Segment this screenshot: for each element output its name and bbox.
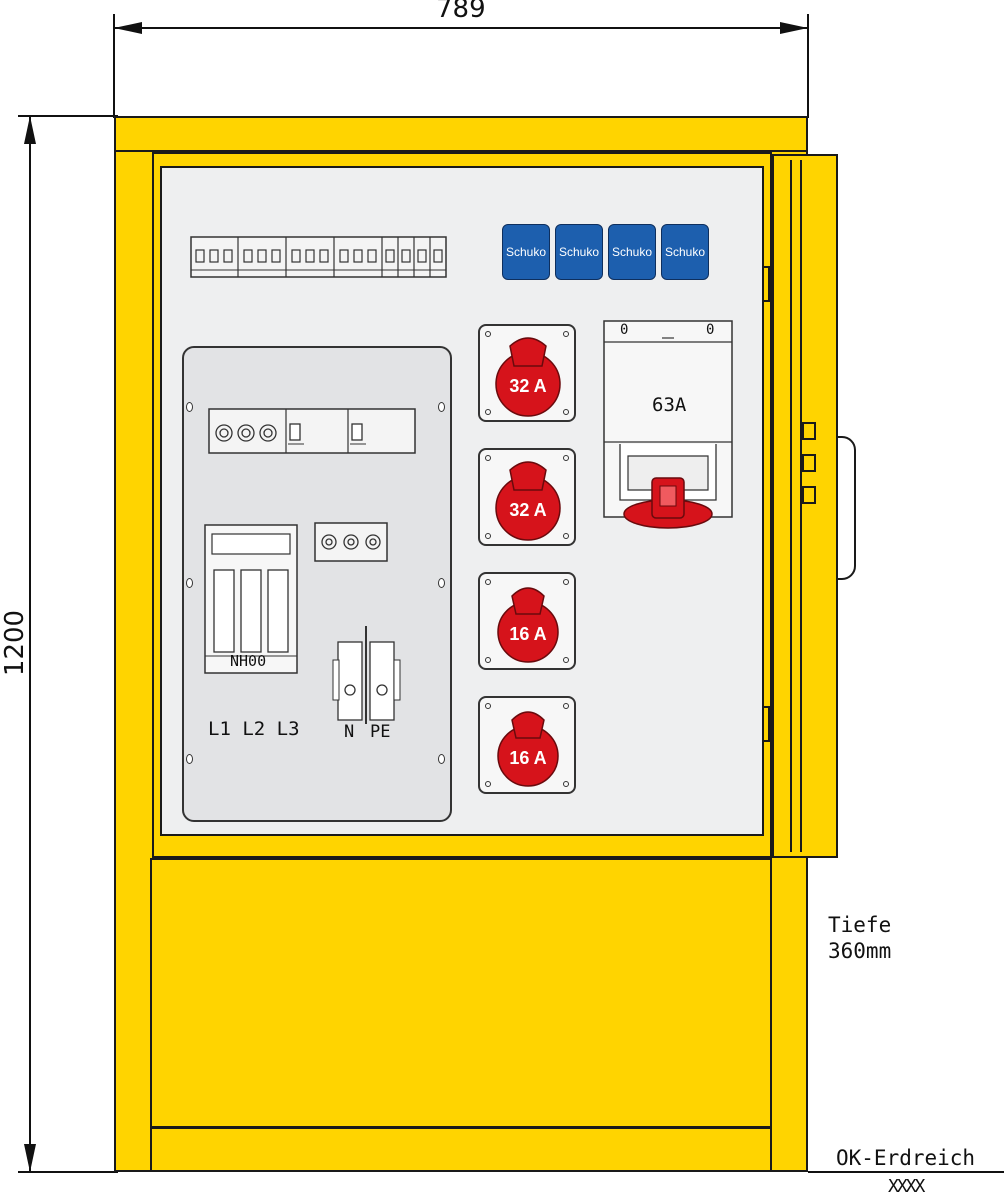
cee-63a-socket-unit[interactable] bbox=[602, 320, 734, 534]
screw-icon bbox=[438, 754, 445, 764]
n-pe-terminals[interactable] bbox=[332, 624, 404, 724]
cee-socket-2[interactable]: 32 A bbox=[478, 448, 576, 546]
lock-catch-1 bbox=[802, 422, 816, 440]
cee-socket-icon: 32 A bbox=[485, 331, 569, 417]
cee-socket-4-label: 16 A bbox=[509, 748, 546, 768]
housing-top-cap bbox=[114, 116, 808, 152]
screw-icon bbox=[186, 402, 193, 412]
cee-socket-2-label: 32 A bbox=[509, 500, 546, 520]
cee-socket-icon: 32 A bbox=[485, 455, 569, 541]
cee-socket-4[interactable]: 16 A bbox=[478, 696, 576, 794]
cee-63a-label: 63A bbox=[652, 394, 687, 416]
cee-socket-1-label: 32 A bbox=[509, 376, 546, 396]
switch-position-right: 0 bbox=[706, 322, 715, 338]
main-breaker-module[interactable] bbox=[208, 408, 418, 456]
ground-label: OK-Erdreich bbox=[836, 1146, 976, 1170]
cee-socket-1[interactable]: 32 A bbox=[478, 324, 576, 422]
neutral-label: N bbox=[344, 722, 355, 742]
breaker-row[interactable] bbox=[190, 236, 448, 280]
schuko-socket-3[interactable]: Schuko bbox=[608, 224, 656, 280]
cee-socket-3[interactable]: 16 A bbox=[478, 572, 576, 670]
screw-icon bbox=[186, 754, 193, 764]
base-line bbox=[150, 1126, 772, 1129]
schuko-socket-1[interactable]: Schuko bbox=[502, 224, 550, 280]
door-edge bbox=[790, 160, 802, 852]
width-dimension-label: 789 bbox=[436, 0, 486, 24]
height-dimension-label: 1200 bbox=[0, 609, 31, 677]
screw-icon bbox=[438, 578, 445, 588]
depth-label-line1: Tiefe bbox=[828, 913, 892, 937]
screw-icon bbox=[186, 578, 193, 588]
phase-labels: L1 L2 L3 bbox=[208, 718, 300, 740]
open-door[interactable] bbox=[772, 154, 838, 858]
door-handle[interactable] bbox=[836, 436, 856, 580]
terminal-block[interactable] bbox=[314, 522, 390, 564]
protective-earth-label: PE bbox=[370, 722, 391, 742]
screw-icon bbox=[438, 402, 445, 412]
depth-label: Tiefe 360mm bbox=[828, 912, 891, 964]
depth-label-line2: 360mm bbox=[828, 939, 892, 963]
ground-hatch: XXXX bbox=[888, 1176, 925, 1197]
switch-position-left: 0 bbox=[620, 322, 629, 338]
lock-catch-3 bbox=[802, 486, 816, 504]
fuse-block-label: NH00 bbox=[230, 652, 267, 670]
housing-left-wall bbox=[114, 150, 156, 1172]
schuko-socket-4[interactable]: Schuko bbox=[661, 224, 709, 280]
cee-socket-icon: 16 A bbox=[485, 579, 569, 663]
schuko-socket-2[interactable]: Schuko bbox=[555, 224, 603, 280]
lock-catch-2 bbox=[802, 454, 816, 472]
housing-base bbox=[150, 858, 772, 1172]
cee-socket-3-label: 16 A bbox=[509, 624, 546, 644]
nh00-fuse-block[interactable] bbox=[204, 524, 300, 678]
cee-socket-icon: 16 A bbox=[485, 703, 569, 787]
